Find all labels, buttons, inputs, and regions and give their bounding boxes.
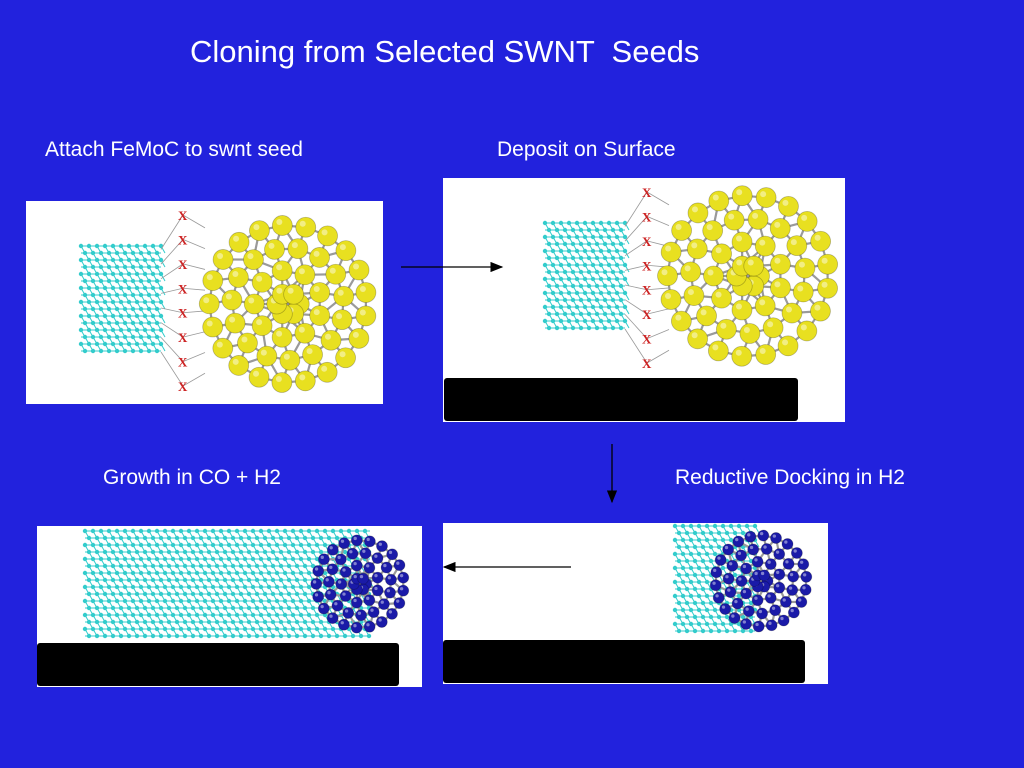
surface-substrate [37,643,399,686]
linker-marker-x: X [178,232,188,247]
panel-growth [37,526,422,687]
catalyst-particle [310,534,410,634]
nanotube-seed [78,243,166,354]
slide-title: Cloning from Selected SWNT Seeds [190,34,700,69]
linker-marker-x: X [642,185,652,200]
linker-marker-x: X [178,257,188,272]
linker-marker-x: X [642,209,652,224]
grown-nanotube [82,528,374,639]
linker-lines [624,191,670,364]
linker-lines [160,214,206,387]
docked-seed-image [672,523,813,634]
fullerene-cap [657,185,839,367]
linker-marker-x: X [178,208,188,223]
fullerene-cap [198,215,377,393]
linker-marker-x: X [178,379,188,394]
nanotube-seed [542,220,630,331]
linker-marker-x: X [642,258,652,273]
linker-marker-x: X [178,330,188,345]
surface-substrate [444,378,798,421]
linker-marker-x: X [178,355,188,370]
linker-marker-x: X [642,307,652,322]
surface-substrate [443,640,805,683]
linker-marker-x: X [642,332,652,347]
caption-step-2: Deposit on Surface [497,138,676,161]
grown-nanotube-image [82,528,410,639]
linker-marker-x: X [642,234,652,249]
caption-step-4: Growth in CO + H2 [103,466,281,489]
caption-step-3: Reductive Docking in H2 [675,466,905,489]
caption-step-1: Attach FeMoC to swnt seed [45,138,303,161]
linker-marker-x: X [642,356,652,371]
panel-reductive-docking [443,523,828,684]
linker-marker-x: X [178,281,188,296]
linker-marker-x: X [642,283,652,298]
linker-marker-x: X [178,306,188,321]
catalyst-particle [709,529,813,633]
